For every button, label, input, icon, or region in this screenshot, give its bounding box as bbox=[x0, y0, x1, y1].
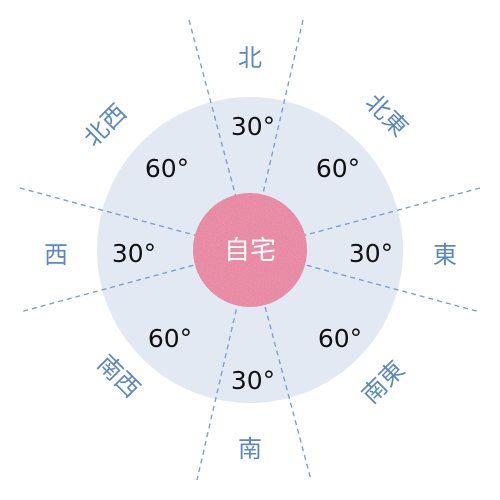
direction-southeast: 南東 bbox=[356, 355, 410, 409]
home-circle bbox=[193, 193, 307, 307]
direction-northwest: 北西 bbox=[78, 98, 132, 152]
direction-west: 西 bbox=[44, 241, 68, 269]
direction-south: 南 bbox=[238, 435, 262, 463]
angle-northeast: 60° bbox=[316, 154, 360, 183]
angle-northwest: 60° bbox=[145, 154, 189, 183]
angle-north: 30° bbox=[231, 112, 275, 141]
direction-north: 北 bbox=[238, 44, 262, 72]
direction-east: 東 bbox=[433, 241, 457, 269]
angle-southwest: 60° bbox=[148, 324, 192, 353]
angle-west: 30° bbox=[112, 239, 156, 268]
direction-southwest: 南西 bbox=[92, 349, 146, 403]
home-label: 自宅 bbox=[224, 236, 276, 266]
angle-east: 30° bbox=[349, 239, 393, 268]
angle-southeast: 60° bbox=[318, 324, 362, 353]
direction-northeast: 北東 bbox=[360, 88, 414, 142]
angle-south: 30° bbox=[231, 366, 275, 395]
